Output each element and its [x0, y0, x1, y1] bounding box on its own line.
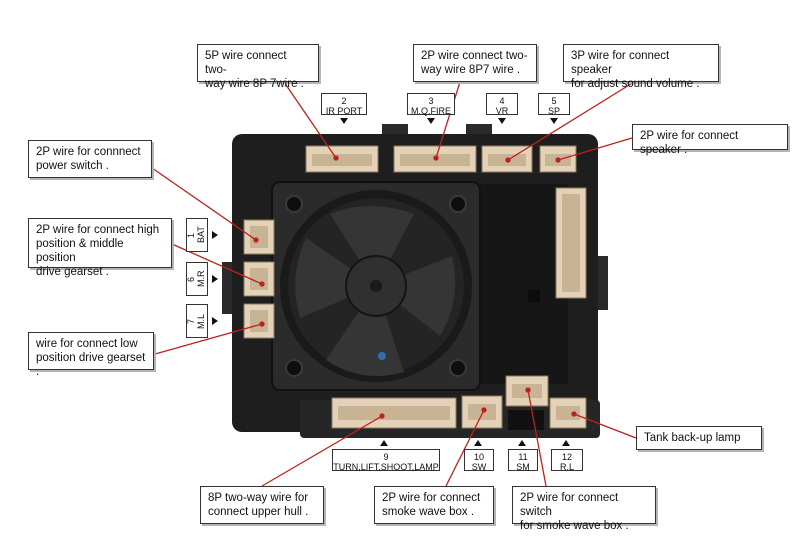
- port-3-arrow-icon: [427, 118, 435, 124]
- connector-11-sm: [505, 375, 549, 407]
- port-10-arrow-icon: [474, 440, 482, 446]
- connector-8-vertical: [555, 187, 587, 299]
- port-label-5: 5 SP: [538, 93, 570, 116]
- port-label-12: 12 R.L: [551, 449, 583, 472]
- port-7-arrow-icon: [212, 317, 218, 325]
- port-label-7: 7 M.L: [186, 304, 208, 338]
- leader-line-mq-fire: [435, 81, 461, 159]
- port-1-arrow-icon: [212, 231, 218, 239]
- connector-6-mr: [243, 261, 275, 297]
- callout-ir-port-wire: 5P wire connect two- way wire 8P 7wire .: [197, 44, 319, 90]
- leader-lines: [147, 81, 637, 487]
- connector-1-bat: [243, 219, 275, 255]
- callout-power-switch: 2P wire for connnect power switch .: [28, 140, 152, 178]
- port-2-arrow-icon: [340, 118, 348, 124]
- callout-mq-fire-wire: 2P wire connect two- way wire 8P7 wire .: [413, 44, 537, 82]
- port-12-arrow-icon: [562, 440, 570, 446]
- port-11-arrow-icon: [518, 440, 526, 446]
- port-label-9: 9 TURN,LIFT,SHOOT,LAMP: [332, 449, 440, 472]
- connector-11-base: [508, 410, 544, 430]
- port-label-2: 2 IR PORT: [321, 93, 367, 116]
- connector-12-rl: [549, 397, 587, 429]
- connector-2-ir-port: [305, 145, 379, 173]
- callout-upper-hull: 8P two-way wire for connect upper hull .: [200, 486, 324, 524]
- connector-7-ml: [243, 303, 275, 339]
- callout-vr-wire: 3P wire for connect speaker for adjust s…: [563, 44, 719, 90]
- leader-line-smoke-switch: [527, 389, 547, 487]
- callout-tank-lamp: Tank back-up lamp: [636, 426, 762, 450]
- leader-line-upper-hull: [261, 415, 383, 487]
- cooling-fan: [271, 181, 481, 391]
- callout-speaker-wire: 2P wire for connect speaker .: [632, 124, 788, 156]
- connector-9-turn-lift: [331, 397, 457, 429]
- leader-line-tank-lamp: [573, 413, 637, 439]
- leader-line-ir-port: [283, 81, 337, 159]
- connector-10-sw: [461, 395, 503, 429]
- port-label-10: 10 SW: [464, 449, 494, 472]
- leader-line-vr: [507, 81, 635, 161]
- callout-smoke-box: 2P wire for connect smoke wave box .: [374, 486, 494, 524]
- callout-high-mid-gearset: 2P wire for connect high position & midd…: [28, 218, 172, 278]
- port-label-11: 11 SM: [508, 449, 538, 472]
- port-5-arrow-icon: [550, 118, 558, 124]
- leader-line-power-switch: [151, 167, 257, 241]
- leader-line-speaker: [557, 137, 633, 161]
- callout-low-gearset: wire for connect low position drive gear…: [28, 332, 154, 378]
- callout-smoke-switch: 2P wire for connect switch for smoke wav…: [512, 486, 656, 532]
- port-label-4: 4 VR: [486, 93, 518, 116]
- board-small-square: [528, 290, 540, 302]
- leader-line-smoke-box: [445, 409, 485, 487]
- leader-line-low-gearset: [147, 323, 263, 357]
- port-4-arrow-icon: [498, 118, 506, 124]
- board-top-tab-left: [382, 124, 408, 136]
- board-top-tab-right: [466, 124, 492, 136]
- board-inner-panel: [480, 184, 568, 384]
- port-label-3: 3 M.Q.FIRE: [407, 93, 455, 116]
- port-6-arrow-icon: [212, 275, 218, 283]
- port-label-1: 1 BAT: [186, 218, 208, 252]
- port-label-6: 6 M.R: [186, 262, 208, 296]
- port-9-arrow-icon: [380, 440, 388, 446]
